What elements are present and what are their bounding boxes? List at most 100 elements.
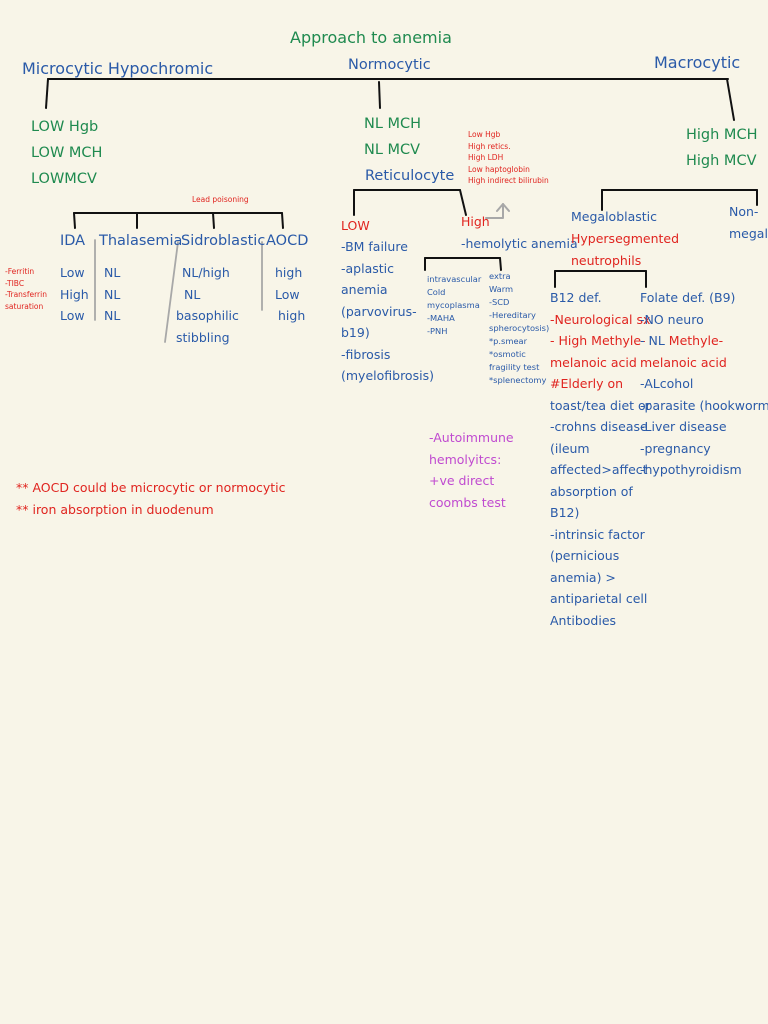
low-cause: anemia xyxy=(341,282,388,297)
lab-finding: High retics. xyxy=(468,141,511,151)
sideroblastic-label: Sidroblastic xyxy=(181,233,266,249)
sidro-value: NL/high xyxy=(182,265,230,280)
thal-value: NL xyxy=(104,265,121,280)
b12-line: Antibodies xyxy=(550,612,617,628)
intravascular-item: Cold xyxy=(427,287,446,297)
retic-high-drop xyxy=(459,189,467,216)
macro-index: High MCV xyxy=(686,153,757,169)
folate-cause: -ALcohol xyxy=(640,376,694,391)
folate-line: -NO neuro xyxy=(640,311,704,327)
param-label: -TIBC xyxy=(5,278,25,288)
param-label: -Transferrin xyxy=(5,290,47,300)
macro-drop-line xyxy=(726,78,735,121)
b12-line: absorption of xyxy=(550,483,633,499)
footnote: ** AOCD could be microcytic or normocyti… xyxy=(16,480,286,495)
aocd-label: AOCD xyxy=(266,233,309,249)
normocytic-heading: Normocytic xyxy=(348,57,431,73)
ida-value: Low xyxy=(60,308,85,323)
b12-line: B12) xyxy=(550,505,580,520)
low-cause: (myelofibrosis) xyxy=(341,368,434,383)
megaloblastic-label: Megaloblastic xyxy=(571,209,658,224)
hypersegmented-neutrophils: Hypersegmented neutrophils xyxy=(571,228,679,271)
low-cause: b19) xyxy=(341,325,370,340)
b12-line: toast/tea diet or xyxy=(550,397,651,413)
intravascular-item: -PNH xyxy=(427,326,448,336)
aocd-values: high Low high xyxy=(275,262,305,327)
thal-value: NL xyxy=(104,308,121,323)
micro-index: LOW Hgb xyxy=(31,119,99,135)
aocd-value: high xyxy=(278,308,306,323)
lead-poisoning-label: Lead poisoning xyxy=(192,195,249,204)
aocd-value: Low xyxy=(275,286,300,302)
extra-drop-line xyxy=(499,257,502,271)
retic-high-label: High xyxy=(461,214,490,229)
intravascular-item: intravascular xyxy=(427,274,482,284)
retic-low-label: LOW xyxy=(341,218,370,233)
b12-line: -intrinsic factor xyxy=(550,526,645,542)
sidro-value: NL xyxy=(184,286,201,302)
b12-deficiency-box: B12 def. -Neurological sx - High Methyle… xyxy=(550,287,651,631)
sidro-drop-line xyxy=(212,212,215,229)
b12-line: anemia) > xyxy=(550,569,616,585)
macro-index: High MCH xyxy=(686,127,758,143)
low-cause: -fibrosis xyxy=(341,346,391,362)
normo-index: NL MCV xyxy=(364,142,421,158)
diagram-title: Approach to anemia xyxy=(290,28,452,47)
hypersegmented-line: neutrophils xyxy=(571,252,642,268)
intravascular-list: intravascular Cold mycoplasma -MAHA -PNH xyxy=(427,273,481,338)
micro-drop-line xyxy=(45,78,49,109)
folate-cause: -hypothyroidism xyxy=(640,462,742,477)
footnote: ** iron absorption in duodenum xyxy=(16,501,214,517)
b12-red-line: - High Methyle- xyxy=(550,333,646,348)
extravascular-item: *p.smear xyxy=(489,336,528,346)
normo-index: NL MCH xyxy=(364,116,422,132)
extravascular-item: *osmotic xyxy=(489,349,526,359)
thal-values: NL NL NL xyxy=(104,262,120,327)
folate-methyl-text: melanoic acid xyxy=(640,354,727,370)
b12-line: -crohns disease xyxy=(550,419,648,434)
low-cause: (parvovirus- xyxy=(341,303,417,319)
ida-value: High xyxy=(60,286,89,302)
ida-drop-line xyxy=(73,212,76,229)
non-megalo-line: Non- xyxy=(729,204,759,219)
lab-finding: Low Hgb xyxy=(468,130,501,139)
b12-red-line: melanoic acid xyxy=(550,354,637,370)
autoimmune-line: coombs test xyxy=(429,494,506,510)
ida-label: IDA xyxy=(60,233,86,249)
micro-index: LOWMCV xyxy=(31,171,97,187)
b12-red-line: -Neurological sx xyxy=(550,311,651,327)
thal-value: NL xyxy=(104,286,121,302)
sidro-value: basophilic xyxy=(176,308,239,323)
normo-drop-line xyxy=(378,81,381,109)
folate-methyl-line: - NL Methyle- xyxy=(640,330,768,352)
low-cause: -BM failure xyxy=(341,239,408,254)
non-megaloblastic-label: Non- megalo xyxy=(729,201,768,244)
extravascular-list: extra Warm -SCD -Hereditary spherocytosi… xyxy=(489,270,549,387)
reticulocyte-label: Reticulocyte xyxy=(365,168,455,184)
aocd-drop-line xyxy=(281,212,284,229)
lab-finding: High indirect bilirubin xyxy=(468,176,549,186)
folate-cause: -Liver disease xyxy=(640,419,727,434)
b12-red-line: #Elderly on xyxy=(550,376,624,391)
separator-line xyxy=(164,241,179,343)
extravascular-item: -SCD xyxy=(489,297,510,307)
folate-deficiency-box: Folate def. (B9) -NO neuro - NL Methyle-… xyxy=(640,287,768,481)
intravascular-item: mycoplasma xyxy=(427,300,480,310)
extravascular-item: Warm xyxy=(489,284,514,294)
arrowhead-icon xyxy=(496,203,510,212)
microcytic-heading: Microcytic Hypochromic xyxy=(22,59,214,78)
extravascular-item: -Hereditary xyxy=(489,310,536,320)
param-label: saturation xyxy=(5,301,44,311)
autoimmune-line: +ve direct xyxy=(429,473,495,488)
autoimmune-line: -Autoimmune xyxy=(429,430,514,445)
lab-finding: High LDH xyxy=(468,153,504,163)
macrocytic-heading: Macrocytic xyxy=(654,53,741,72)
b12-line: antiparietal cell xyxy=(550,591,648,606)
folate-nl-prefix: - NL xyxy=(640,333,669,348)
iron-params-list: -Ferritin -TIBC -Transferrin saturation xyxy=(5,266,47,312)
high-retic-labs: Low Hgb High retics. High LDH Low haptog… xyxy=(468,129,549,187)
intravascular-item: -MAHA xyxy=(427,313,455,323)
folate-title: Folate def. (B9) xyxy=(640,290,736,305)
param-label: -Ferritin xyxy=(5,267,35,276)
